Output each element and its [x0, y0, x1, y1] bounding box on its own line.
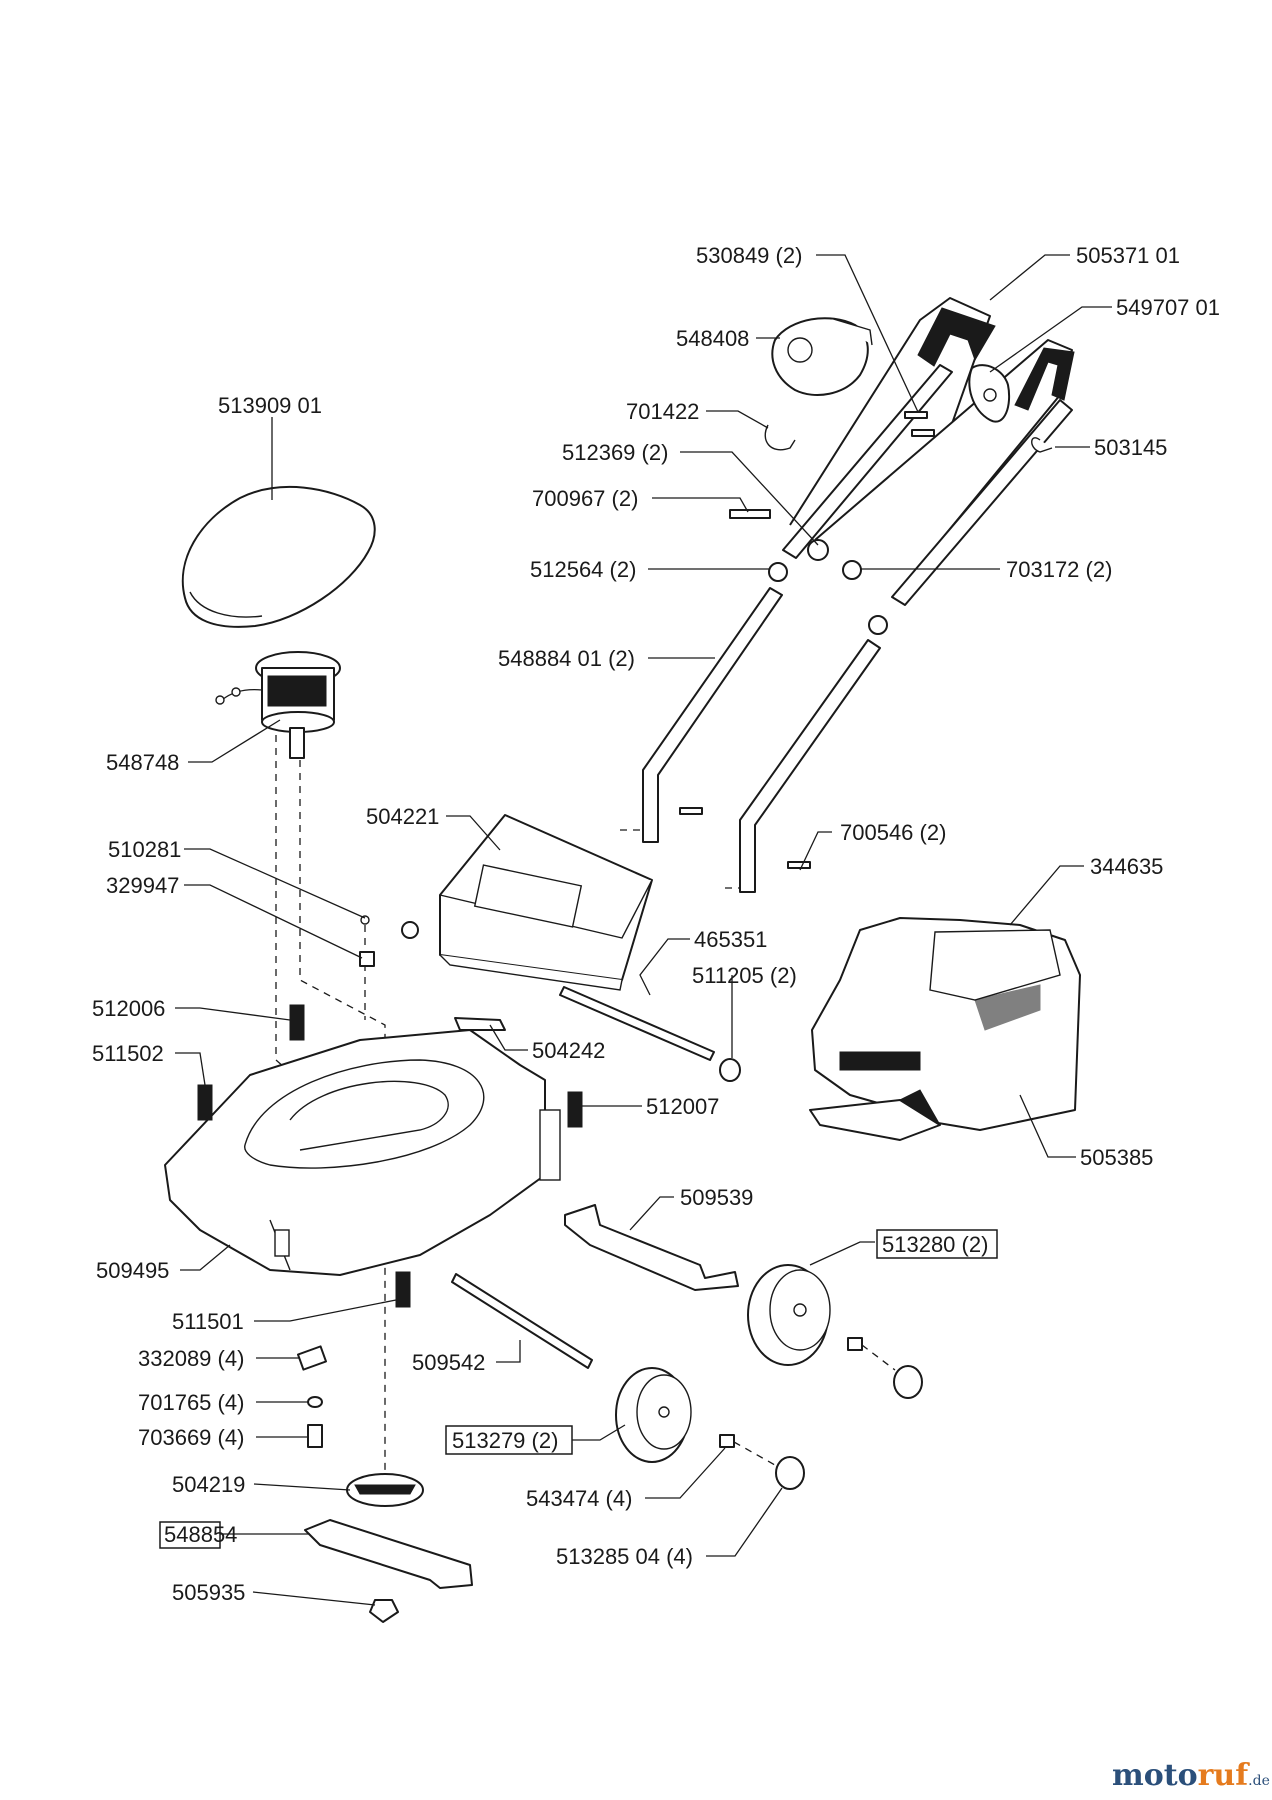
part-label: 700546 (2): [840, 820, 946, 845]
clip-511501-drawing: [395, 1271, 411, 1308]
axle-509539-drawing: [564, 1204, 739, 1291]
washer-drawing: [401, 921, 419, 939]
bolt-700967-drawing: [729, 509, 771, 519]
part-label: 548854: [164, 1522, 237, 1547]
part-label: 504219: [172, 1472, 245, 1497]
screw-703669-drawing: [307, 1424, 323, 1448]
screw-530849b-drawing: [911, 429, 935, 437]
clip-512007-drawing: [567, 1091, 583, 1128]
axle-509542-drawing: [451, 1273, 593, 1369]
part-label: 505385: [1080, 1145, 1153, 1170]
part-label: 548884 01 (2): [498, 646, 635, 671]
leader-lines: [175, 254, 1112, 1606]
part-label: 513279 (2): [452, 1428, 558, 1453]
part-label: 505935: [172, 1580, 245, 1605]
motor-drawing: [215, 651, 341, 759]
screw-510281-drawing: [360, 915, 370, 925]
part-label: 511501: [172, 1309, 244, 1334]
part-label: 329947: [106, 873, 179, 898]
part-label: 549707 01: [1116, 295, 1220, 320]
rod-465351-drawing: [559, 986, 715, 1061]
part-label: 530849 (2): [696, 243, 802, 268]
part-label: 700967 (2): [532, 486, 638, 511]
part-label: 512007: [646, 1094, 719, 1119]
switch-box-drawing: [771, 317, 873, 396]
cap-511205-drawing: [719, 1058, 741, 1082]
part-label: 505371 01: [1076, 243, 1180, 268]
label-box-513279: [445, 1425, 573, 1455]
part-label: 513285 04 (4): [556, 1544, 693, 1569]
part-label: 543474 (4): [526, 1486, 632, 1511]
knob-512564-drawing: [768, 562, 788, 582]
part-label: 701765 (4): [138, 1390, 244, 1415]
watermark-text: motoruf.de: [1112, 1758, 1270, 1793]
screw-530849-drawing: [904, 411, 928, 419]
part-label: 504221: [366, 804, 439, 829]
part-labels: 530849 (2) 505371 01 549707 01 548408 51…: [92, 243, 1220, 1605]
part-label: 504242: [532, 1038, 605, 1063]
label-box-513280: [876, 1229, 998, 1259]
blade-548854-drawing: [304, 1519, 473, 1589]
nut-703172-drawing: [842, 560, 862, 580]
knob-512564b-drawing: [868, 615, 888, 635]
clip-329947-drawing: [359, 951, 375, 967]
part-label: 465351: [694, 927, 767, 952]
part-label: 548748: [106, 750, 179, 775]
part-label: 503145: [1094, 435, 1167, 460]
part-label: 512369 (2): [562, 440, 668, 465]
part-label: 511502: [92, 1041, 164, 1066]
assembly-line: [299, 760, 386, 1480]
rear-wheel-drawing: [747, 1264, 923, 1399]
part-label: 512006: [92, 996, 165, 1021]
clip-503145-drawing: [1031, 437, 1053, 453]
clip-511502-drawing: [197, 1084, 213, 1121]
part-label: 548408: [676, 326, 749, 351]
part-label: 510281: [108, 837, 181, 862]
part-label: 509542: [412, 1350, 485, 1375]
watermark-logo: motoruf.de: [1112, 1758, 1270, 1793]
lower-handle-drawing: [620, 587, 881, 893]
knob-512369-drawing: [807, 539, 829, 561]
part-label: 512564 (2): [530, 557, 636, 582]
grass-deflector-drawing: [439, 814, 653, 991]
clip-512006-drawing: [289, 1004, 305, 1041]
blade-hub-drawing: [346, 1473, 424, 1507]
clip-701422-drawing: [764, 424, 796, 451]
part-label: 513280 (2): [882, 1232, 988, 1257]
plate-332089-drawing: [296, 1345, 328, 1371]
mower-deck-drawing: [164, 1029, 561, 1276]
grass-box-cover-drawing: [181, 485, 376, 628]
part-label: 703669 (4): [138, 1425, 244, 1450]
grass-box-drawing: [809, 917, 1081, 1141]
part-label: 509495: [96, 1258, 169, 1283]
part-label: 509539: [680, 1185, 753, 1210]
bolt-505935-drawing: [369, 1599, 399, 1623]
part-label: 332089 (4): [138, 1346, 244, 1371]
part-label: 703172 (2): [1006, 557, 1112, 582]
part-label: 513909 01: [218, 393, 322, 418]
front-wheel-drawing: [615, 1367, 805, 1490]
part-label: 701422: [626, 399, 699, 424]
label-box-548854: [159, 1521, 221, 1549]
washer-701765-drawing: [307, 1396, 323, 1408]
part-label: 511205 (2): [692, 963, 797, 988]
part-label: 344635: [1090, 854, 1163, 879]
spring-504242-drawing: [454, 1017, 506, 1031]
